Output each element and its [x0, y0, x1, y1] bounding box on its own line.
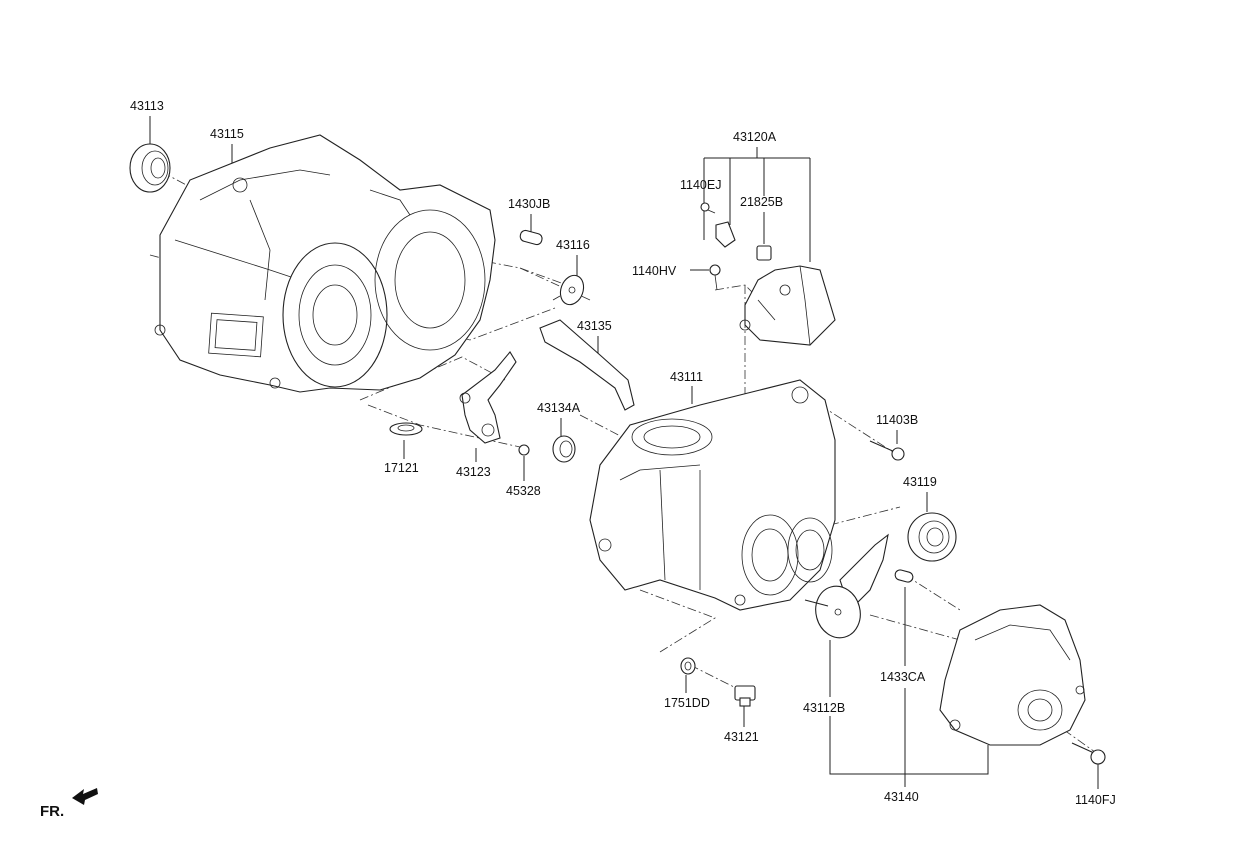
label-43121[interactable]: 43121 — [724, 730, 759, 744]
label-43111[interactable]: 43111 — [670, 370, 703, 384]
part-1430JB-dowel-pin[interactable] — [519, 229, 543, 246]
label-1140FJ[interactable]: 1140FJ — [1075, 793, 1116, 807]
label-1140HV[interactable]: 1140HV — [632, 264, 677, 278]
part-43134A-oil-seal[interactable] — [552, 435, 576, 463]
part-1140EJ-bolt[interactable] — [700, 202, 716, 214]
label-1140EJ[interactable]: 1140EJ — [680, 178, 721, 192]
part-43120A-mount-bracket[interactable] — [739, 265, 836, 346]
label-43119[interactable]: 43119 — [903, 475, 937, 489]
part-43121-drain-plug[interactable] — [734, 685, 756, 707]
part-43116-plate[interactable] — [552, 272, 587, 308]
label-21825B[interactable]: 21825B — [740, 195, 783, 209]
label-43135[interactable]: 43135 — [577, 319, 612, 333]
label-43134A[interactable]: 43134A — [537, 401, 581, 415]
leader-lines — [149, 116, 1099, 789]
label-43140[interactable]: 43140 — [884, 790, 919, 804]
orientation-label: FR. — [40, 803, 64, 820]
orientation-marker: FR. — [40, 788, 98, 820]
part-45328-pin[interactable] — [518, 444, 530, 456]
label-43113[interactable]: 43113 — [130, 99, 164, 113]
part-43111-transaxle-case[interactable] — [589, 379, 836, 611]
part-43113-oil-seal[interactable] — [129, 143, 171, 193]
label-17121[interactable]: 17121 — [384, 461, 419, 475]
label-43116[interactable]: 43116 — [556, 238, 590, 252]
label-1430JB[interactable]: 1430JB — [508, 197, 550, 211]
part-21825B-bushing[interactable] — [756, 245, 772, 261]
part-43135-shift-rail[interactable] — [539, 319, 635, 411]
part-43123-bracket[interactable] — [459, 351, 517, 444]
label-43112B[interactable]: 43112B — [803, 701, 845, 715]
arrow-forward-left-icon — [72, 788, 98, 805]
part-1140HV-bolt[interactable] — [709, 264, 721, 291]
label-45328[interactable]: 45328 — [506, 484, 541, 498]
label-43120A[interactable]: 43120A — [733, 130, 777, 144]
part-43120A-bracket[interactable] — [715, 221, 736, 248]
label-43123[interactable]: 43123 — [456, 465, 491, 479]
part-43112B-plate[interactable] — [804, 533, 889, 643]
part-1140FJ-bolt[interactable] — [1071, 742, 1106, 765]
part-11403B-bolt[interactable] — [869, 440, 905, 461]
label-1751DD[interactable]: 1751DD — [664, 696, 710, 710]
part-1433CA-dowel-pin[interactable] — [894, 569, 914, 583]
part-1751DD-washer[interactable] — [680, 657, 696, 675]
part-17121-ring[interactable] — [389, 422, 423, 436]
part-43115-clutch-housing[interactable] — [154, 134, 496, 393]
label-43115[interactable]: 43115 — [210, 127, 244, 141]
label-11403B[interactable]: 11403B — [876, 413, 918, 427]
label-1433CA[interactable]: 1433CA — [880, 670, 926, 684]
part-43140-end-cover[interactable] — [939, 604, 1086, 746]
part-43119-oil-seal[interactable] — [907, 512, 957, 562]
